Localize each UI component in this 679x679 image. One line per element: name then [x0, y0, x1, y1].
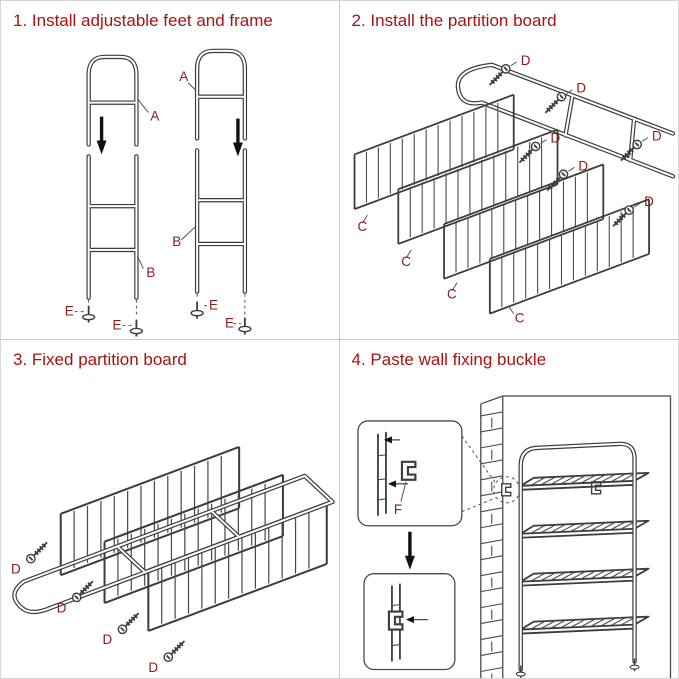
screw-label-leaders — [509, 61, 648, 208]
step-3-title: 3. Fixed partition board — [13, 349, 187, 369]
buckle-highlight-circle — [492, 475, 520, 503]
step-4-drawing: F — [356, 394, 671, 678]
detail-leader-lines — [460, 435, 496, 512]
part-label-b: B — [172, 234, 181, 249]
wall-buckle — [500, 482, 511, 496]
screw — [24, 538, 51, 565]
screw — [608, 203, 636, 231]
adjustable-foot — [515, 664, 526, 678]
adjustable-foot — [81, 304, 96, 324]
screw-label-d: D — [578, 158, 588, 173]
buckle-detail-inset-top: F — [356, 419, 462, 526]
step-arrow — [402, 529, 417, 571]
step-1-title: 1. Install adjustable feet and frame — [13, 11, 273, 30]
partition-board — [442, 163, 604, 280]
buckle-detail-inset-bottom — [362, 572, 455, 670]
board-label-leaders — [361, 214, 514, 314]
screw — [161, 636, 189, 664]
board-label-c: C — [401, 254, 411, 269]
screw-label-d: D — [57, 600, 67, 615]
board-label-c: C — [447, 287, 457, 302]
buckle — [400, 460, 416, 481]
part-label-f: F — [393, 501, 401, 516]
step-4-title: 4. Paste wall fixing buckle — [351, 349, 547, 369]
part-label-e: E — [113, 318, 122, 333]
screw-label-d: D — [520, 53, 530, 68]
frame-left — [89, 57, 137, 298]
label-leaders — [136, 82, 197, 270]
screw-label-d: D — [576, 81, 586, 96]
shelf-tier — [519, 615, 649, 634]
wall-buckle — [590, 480, 601, 495]
step-2-drawing: D D D D D D C C C C — [353, 53, 679, 326]
adjustable-foot — [190, 300, 204, 320]
shelf-unit — [515, 443, 649, 678]
shelf-frame — [14, 475, 332, 611]
adjustable-foot — [129, 318, 144, 338]
screw-label-d: D — [11, 561, 21, 576]
feet-guide-lines — [88, 293, 246, 318]
part-label-e: E — [209, 298, 218, 313]
adjustable-foot — [628, 657, 640, 672]
frame-right — [197, 51, 245, 292]
part-label-e: E — [225, 316, 234, 331]
panel-step-3: 3. Fixed partition board D D D D — [1, 339, 340, 678]
shelf-tier — [519, 567, 649, 587]
screw-label-d: D — [652, 128, 662, 143]
shelf-tier — [519, 519, 649, 539]
panel-step-2: 2. Install the partition board D D D D D… — [339, 1, 679, 340]
board-label-c: C — [514, 311, 524, 326]
screw-label-d: D — [550, 130, 560, 145]
shelf-tier — [519, 471, 649, 491]
side-frame-rail — [457, 65, 672, 176]
screw — [115, 608, 143, 636]
screw-label-d: D — [644, 194, 654, 209]
board-label-c: C — [357, 219, 367, 234]
insert-arrow-left — [94, 114, 109, 157]
panel-step-1: 1. Install adjustable feet and frame A A — [1, 1, 340, 340]
panel-step-4: 4. Paste wall fixing buckle — [339, 339, 678, 678]
insert-arrow-right — [231, 116, 245, 159]
screw-label-d: D — [148, 660, 158, 675]
partition-board — [147, 501, 328, 632]
part-label-a: A — [150, 109, 159, 124]
screw-label-d: D — [103, 632, 113, 647]
part-label-a: A — [179, 69, 188, 84]
step-3-drawing: D D D D — [11, 445, 339, 675]
screw — [540, 89, 568, 117]
part-label-e: E — [65, 304, 74, 319]
step-2-title: 2. Install the partition board — [351, 11, 557, 30]
part-label-b: B — [146, 265, 155, 280]
wall — [479, 394, 671, 678]
adjustable-foot — [238, 316, 252, 336]
step-1-drawing: A A B B E E E E — [65, 35, 252, 338]
